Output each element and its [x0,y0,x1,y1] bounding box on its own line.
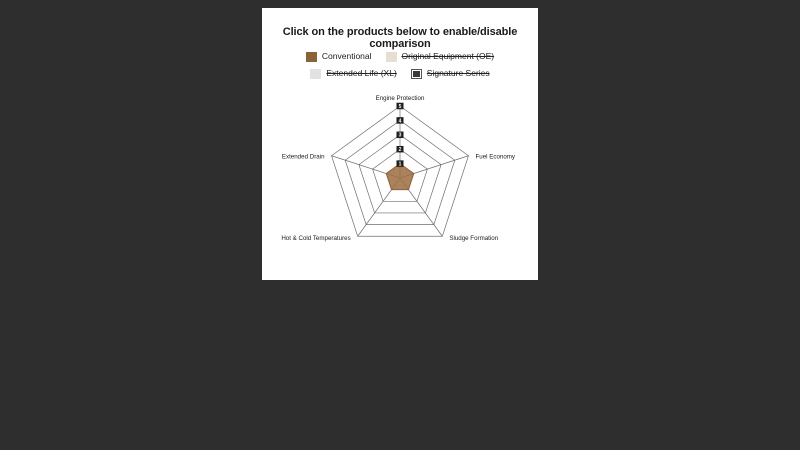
radar-tick-label: 5 [399,104,402,110]
radar-tick-badge [396,117,404,124]
radar-series-spoke [391,177,401,190]
radar-tick-label: 3 [399,133,402,139]
radar-tick-badge [396,102,404,110]
legend: Conventional Original Equipment (OE) Ext… [262,48,538,82]
comparison-card: Click on the products below to enable/di… [262,8,538,280]
legend-row: Conventional Original Equipment (OE) [262,48,538,65]
legend-item-extended-life[interactable]: Extended Life (XL) [310,68,397,79]
legend-swatch-icon [310,68,322,79]
radar-ring [358,134,442,214]
legend-row: Extended Life (XL) Signature Series [262,65,538,82]
legend-item-conventional[interactable]: Conventional [305,51,372,62]
legend-item-signature-series[interactable]: Signature Series [410,68,490,79]
radar-axis-label: Fuel Economy [475,153,515,160]
radar-axis-label: Extended Drain [282,153,325,160]
radar-ring [331,105,469,237]
legend-item-original-equipment[interactable]: Original Equipment (OE) [385,51,495,62]
radar-tick-label: 1 [399,162,402,168]
legend-swatch-icon [410,68,422,79]
radar-axis-label: Hot & Cold Temperatures [281,235,350,242]
radar-ring [344,119,456,225]
radar-axis-label: Sludge Formation [449,235,498,242]
radar-tick-badge [396,145,404,153]
radar-series-spoke [399,173,414,179]
radar-tick-label: 2 [399,147,402,153]
legend-swatch-icon [385,51,397,62]
radar-series-spoke [399,177,409,190]
legend-item-label: Extended Life (XL) [326,68,397,79]
radar-tick-badge [396,131,404,139]
legend-item-label: Signature Series [426,68,490,79]
legend-item-label: Conventional [321,51,372,62]
radar-tick-label: 4 [399,118,402,124]
legend-item-label: Original Equipment (OE) [401,51,495,62]
radar-series-spoke [386,173,401,179]
radar-axis-label: Engine Protection [376,95,425,102]
radar-tick-labels: 5 4 3 2 1 [396,102,404,168]
radar-ring [372,148,428,202]
page-title: Click on the products below to enable/di… [282,26,518,50]
legend-swatch-icon [305,51,317,62]
radar-series-layer [385,163,415,191]
radar-tick-badge [396,160,404,167]
